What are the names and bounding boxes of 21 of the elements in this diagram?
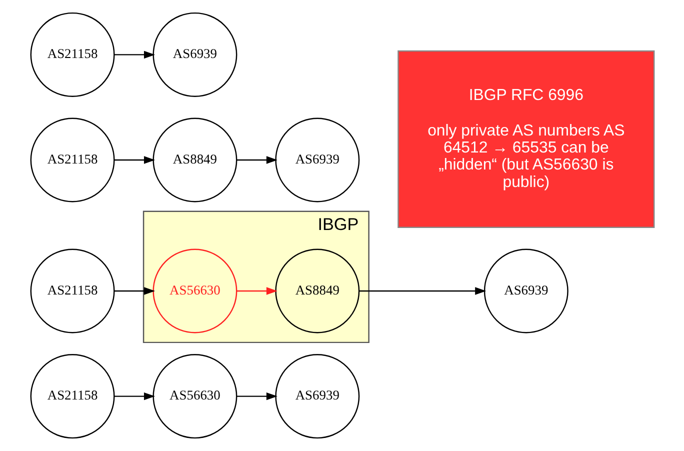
arrow — [114, 50, 155, 59]
node-circle: AS6939 — [274, 118, 360, 202]
node-circle: AS8849 — [152, 118, 237, 202]
node-circle: AS8849 — [274, 248, 360, 334]
node-circle: AS56630 — [152, 248, 237, 334]
node-circle: AS21158 — [30, 248, 114, 334]
node-circle: AS21158 — [30, 12, 114, 97]
arrow — [114, 287, 155, 295]
node-circle: AS6939 — [483, 248, 568, 334]
arrow — [236, 392, 277, 400]
node-circle: AS6939 — [152, 12, 237, 97]
arrow — [236, 156, 277, 164]
arrow — [114, 156, 155, 164]
node-circle: AS6939 — [274, 354, 360, 439]
arrow — [358, 287, 486, 295]
arrow — [236, 287, 277, 295]
node-box: IBGP RFC 6996 only private AS numbers AS 64512 → 65535 can be „hidden“ (but AS56630 is public) — [397, 50, 654, 228]
node-circle: AS21158 — [30, 354, 114, 439]
arrow — [114, 392, 155, 400]
node-circle: AS56630 — [152, 354, 237, 439]
node-circle: AS21158 — [30, 118, 114, 202]
